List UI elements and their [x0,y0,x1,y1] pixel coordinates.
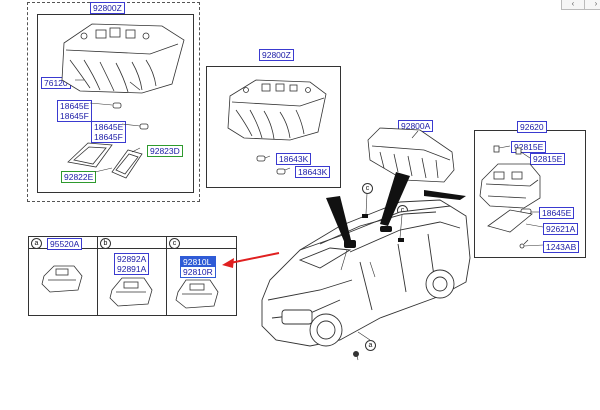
chevron-left-icon: ‹ [571,0,575,8]
variant-tab-c[interactable]: c [169,238,180,249]
part-number-18645F[interactable]: 18645F [58,111,92,121]
part-number-92822E[interactable]: 92822E [61,171,97,183]
variant-tab-a[interactable]: a [31,238,42,249]
part-number-92800Z-2[interactable]: 92800Z [259,49,294,61]
room-lamp-92620 [479,145,541,249]
small-bulbs-p2 [256,155,286,175]
leader-lines [75,79,544,247]
part-a-lamp [41,265,83,293]
variant-divider-2 [166,236,167,316]
variant-tab-b[interactable]: b [100,238,111,249]
chevron-right-icon: › [594,0,598,8]
part-number-92620[interactable]: 92620 [517,121,547,133]
overhead-console-92800A [367,127,455,183]
red-arrow [222,252,280,268]
callout-c-1[interactable]: c [362,183,373,194]
part-stack-18645: 18645E 18645F [57,100,93,122]
part-number-18645F-b[interactable]: 18645F [92,132,126,142]
part-number-18643K-b[interactable]: 18643K [295,166,331,178]
lens-parts [67,142,143,179]
scroll-right-button[interactable]: › [584,0,600,10]
part-number-18645E-p4[interactable]: 18645E [539,207,575,219]
location-pointers [326,172,466,248]
part-number-18643K[interactable]: 18643K [276,153,312,165]
callout-leaders [340,192,403,361]
part-number-92891A[interactable]: 92891A [115,264,149,274]
part-number-92815E-b[interactable]: 92815E [530,153,566,165]
part-number-92810L[interactable]: 92810L [181,257,215,267]
part-stack-9281: 92810L 92810R [180,256,216,278]
part-number-92621A[interactable]: 92621A [543,223,579,235]
part-number-1243AB[interactable]: 1243AB [543,241,580,253]
bulb-icons [112,102,149,130]
part-number-92810R[interactable]: 92810R [181,267,215,277]
part-number-92823D[interactable]: 92823D [147,145,183,157]
bolt-dot [353,351,359,357]
overhead-console-large [61,23,185,94]
vehicle-illustration [261,199,471,347]
part-c-lamp [175,279,219,309]
part-stack-9289: 92892A 92891A [114,253,150,275]
callout-a-1[interactable]: a [365,340,376,351]
part-stack-18645-b: 18645E 18645F [91,121,127,143]
part-number-18645E[interactable]: 18645E [58,101,92,111]
part-number-95520A[interactable]: 95520A [47,238,83,250]
variant-divider-1 [97,236,98,316]
variant-table-header [28,236,237,249]
part-b-lamp [109,277,153,307]
overhead-console-medium [227,79,327,141]
part-number-92800Z[interactable]: 92800Z [90,2,125,14]
part-number-18645E-b[interactable]: 18645E [92,122,126,132]
part-number-92892A[interactable]: 92892A [115,254,149,264]
